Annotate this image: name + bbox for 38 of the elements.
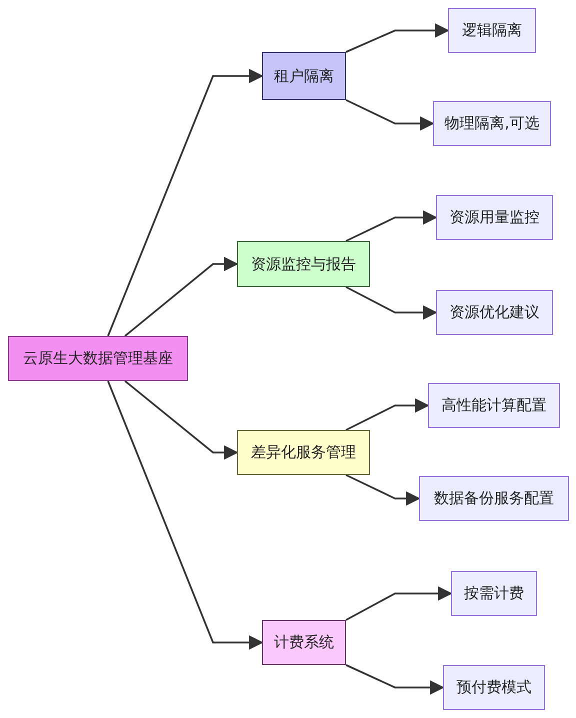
arrow (107, 380, 264, 650)
arrow (346, 474, 420, 506)
category-box (262, 620, 346, 665)
node-label: 资源监控与报告 (251, 254, 356, 275)
root-box (8, 336, 188, 381)
node-label: 资源用量监控 (450, 207, 540, 228)
node-label: 云原生大数据管理基座 (23, 348, 173, 370)
leaf-box (448, 8, 536, 53)
arrow (346, 286, 438, 320)
arrow (346, 23, 450, 53)
leaf-box (436, 195, 553, 240)
leaf-box (451, 571, 537, 616)
node-label: 租户隔离 (274, 66, 334, 87)
node-label: 差异化服务管理 (251, 442, 356, 464)
leaf-box (433, 101, 551, 146)
arrow (346, 99, 434, 131)
leaf-box (419, 476, 569, 521)
leaf-box (443, 665, 545, 710)
node-label: 物理隔离,可选 (444, 113, 540, 134)
arrow (124, 256, 238, 337)
node-label: 计费系统 (274, 632, 334, 654)
node-label: 按需计费 (464, 583, 524, 604)
arrow (346, 586, 452, 621)
category-box (237, 241, 370, 287)
node-label: 预付费模式 (456, 677, 532, 698)
node-label: 高性能计算配置 (442, 395, 546, 416)
leaf-box (428, 383, 560, 428)
arrow (107, 68, 264, 336)
arrow (346, 210, 438, 242)
category-box (237, 430, 370, 475)
arrow (346, 398, 430, 431)
leaf-box (436, 290, 553, 335)
category-box (262, 52, 346, 100)
node-label: 逻辑隔离 (462, 20, 522, 42)
node-label: 资源优化建议 (450, 302, 540, 324)
arrow (124, 380, 238, 460)
node-label: 数据备份服务配置 (434, 488, 554, 510)
arrow (346, 664, 444, 695)
